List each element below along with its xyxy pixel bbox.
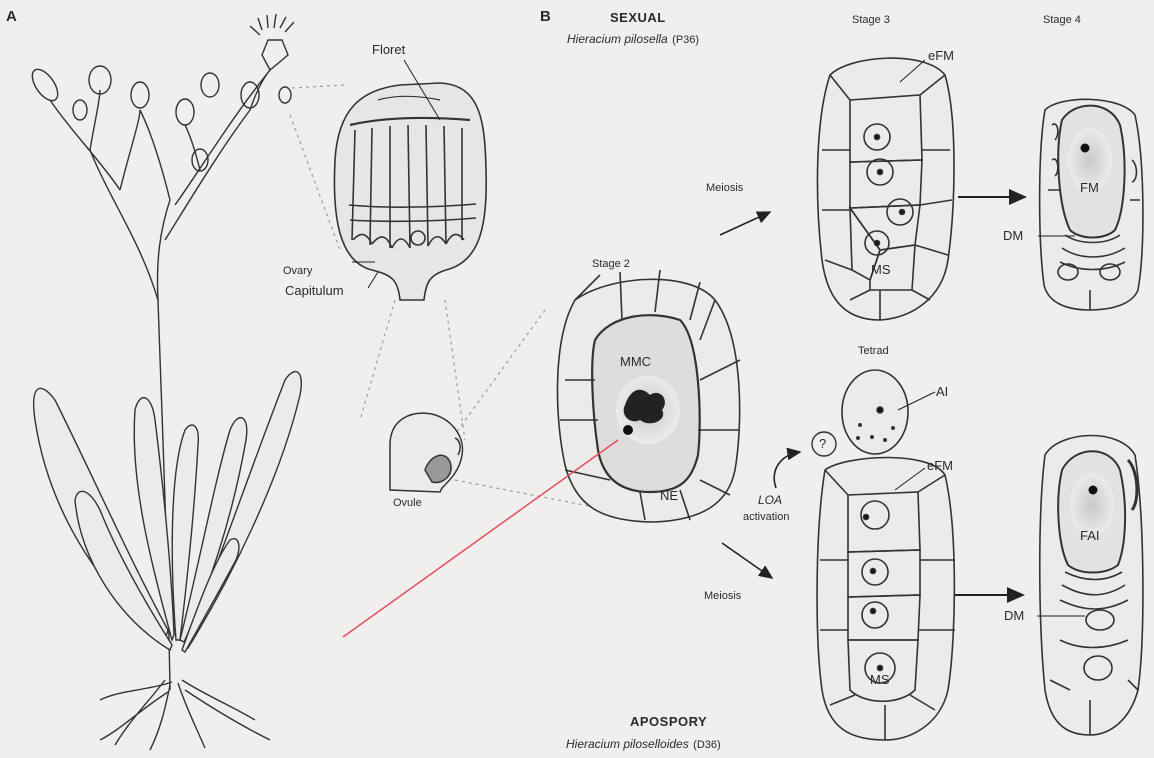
apospory-species: Hieracium piloselloides	[566, 737, 689, 751]
stage4-apospory-cells	[1040, 435, 1143, 735]
tetrad-label: Tetrad	[858, 345, 889, 357]
question-label: ?	[819, 436, 826, 451]
efm-bottom-label: eFM	[927, 458, 953, 473]
fai-label: FAI	[1080, 528, 1100, 543]
ms-bottom-label: MS	[870, 672, 890, 687]
activation-label: activation	[743, 511, 789, 523]
dm-top-label: DM	[1003, 228, 1023, 243]
stage3-apospory-cells	[817, 458, 955, 741]
ovule-label: Ovule	[393, 497, 422, 509]
mmc-label: MMC	[620, 354, 651, 369]
stage2-cell	[557, 270, 740, 522]
sexual-subtitle: Hieracium pilosella (P36)	[567, 30, 699, 48]
dm-bottom-label: DM	[1004, 608, 1024, 623]
apospory-subtitle: Hieracium piloselloides (D36)	[566, 735, 721, 753]
capitulum-drawing	[334, 83, 486, 300]
stage4-label: Stage 4	[1043, 14, 1081, 26]
meiosis-top-label: Meiosis	[706, 182, 743, 194]
panel-label-b: B	[540, 8, 551, 25]
stage3-sexual-cells	[817, 58, 954, 320]
stage3-label: Stage 3	[852, 14, 890, 26]
sexual-title: SEXUAL	[610, 10, 666, 25]
stage2-label: Stage 2	[592, 258, 630, 270]
fm-label: FM	[1080, 180, 1099, 195]
ai-label: AI	[936, 384, 948, 399]
ne-label: NE	[660, 488, 678, 503]
apospory-code: (D36)	[693, 739, 721, 751]
capitulum-label: Capitulum	[285, 283, 344, 298]
ovary-label: Ovary	[283, 265, 312, 277]
efm-top-label: eFM	[928, 48, 954, 63]
loa-label: LOA	[758, 493, 782, 507]
stage4-sexual-cells	[1040, 99, 1143, 310]
annotation-line	[343, 440, 618, 637]
sexual-code: (P36)	[672, 34, 699, 46]
ai-cell	[842, 370, 908, 454]
ovule-drawing	[390, 413, 463, 492]
apospory-title: APOSPORY	[630, 714, 707, 729]
floret-label: Floret	[372, 42, 405, 57]
panel-label-a: A	[6, 8, 17, 25]
sexual-species: Hieracium pilosella	[567, 32, 668, 46]
plant-drawing	[27, 14, 301, 750]
meiosis-bottom-label: Meiosis	[704, 590, 741, 602]
ms-top-label: MS	[871, 262, 891, 277]
